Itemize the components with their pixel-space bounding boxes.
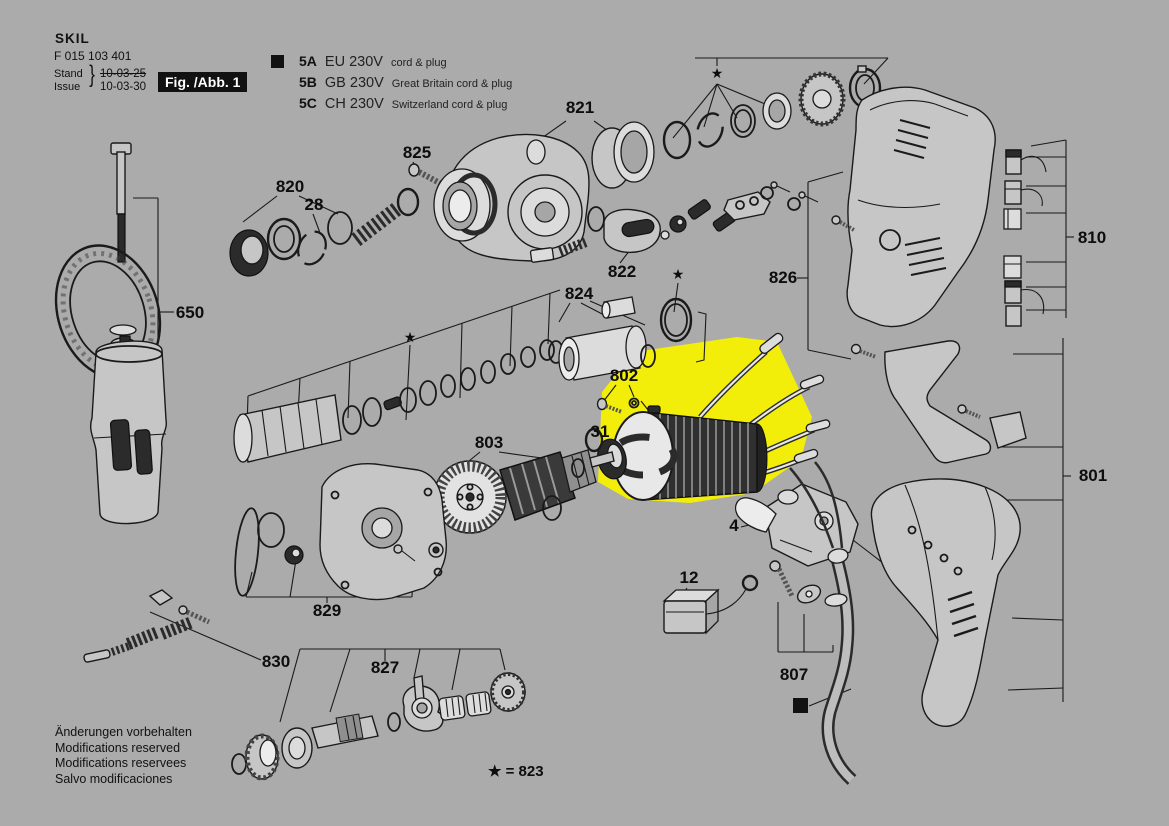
legend-desc: cord & plug — [390, 57, 447, 69]
stand-label: Stand — [54, 68, 83, 80]
top-ring-column-group — [662, 65, 882, 233]
part-label-830: 830 — [262, 652, 290, 671]
gear-housing-group — [433, 121, 655, 263]
part-label-801: 801 — [1079, 466, 1107, 485]
part-label-825: 825 — [403, 143, 431, 162]
legend-marker-square — [271, 55, 284, 68]
part-label-810: 810 — [1078, 228, 1106, 247]
legend-code: 5B — [299, 74, 317, 90]
part-label-826: 826 — [769, 268, 797, 287]
part-label-12: 12 — [680, 568, 699, 587]
footer-line: Modifications reserved — [55, 740, 181, 755]
carbon-brush-group — [1003, 149, 1047, 327]
handle-housing-group — [870, 478, 1021, 727]
document-part-number: F 015 103 401 — [54, 49, 132, 63]
legend-code: 5A — [299, 53, 317, 69]
part-label-802: 802 — [610, 366, 638, 385]
star-symbol-top: ★ — [711, 66, 724, 82]
stator-group — [596, 332, 831, 501]
piston-group — [548, 296, 693, 381]
mode-knob-group — [603, 208, 670, 254]
motor-housing-group — [831, 86, 1027, 464]
issue-date: 10-03-30 — [100, 81, 147, 93]
star-symbol-mid: ★ — [404, 330, 417, 346]
part-label-803: 803 — [475, 433, 503, 452]
legend-item-5b: 5B GB 230V Great Britain cord & plug — [299, 74, 512, 91]
part-label-822: 822 — [608, 262, 636, 281]
cord-group — [769, 461, 857, 785]
legend-voltage: GB 230V — [324, 75, 384, 91]
legend-desc: Switzerland cord & plug — [391, 99, 508, 111]
legend-voltage: CH 230V — [324, 96, 384, 112]
part-label-650: 650 — [176, 303, 204, 322]
part-label-824: 824 — [565, 284, 594, 303]
star-symbol-824: ★ — [672, 267, 685, 283]
footer-line: Modifications reservees — [55, 756, 187, 770]
part-label-827: 827 — [371, 658, 399, 677]
intermediate-cover-group — [234, 463, 447, 601]
figure-label-box: Fig. /Abb. 1 — [158, 72, 248, 92]
legend-voltage: EU 230V — [324, 54, 383, 70]
legend-item-5c: 5C CH 230V Switzerland cord & plug — [299, 95, 507, 112]
legend-desc: Great Britain cord & plug — [391, 78, 513, 90]
part-label-4: 4 — [729, 516, 739, 535]
part-label-820: 820 — [276, 177, 304, 196]
star-note: ★ = 823 — [488, 763, 544, 780]
suppressor-group — [662, 574, 759, 635]
part-label-829: 829 — [313, 601, 341, 620]
legend-item-5a: 5A EU 230V cord & plug — [299, 53, 447, 70]
chuck-parts-group — [229, 163, 451, 277]
cord-marker-square — [793, 698, 808, 713]
clutch-gear-row-group — [231, 672, 526, 781]
part-label-28: 28 — [305, 195, 324, 214]
part-labels: 821 825 820 28 650 822 824 826 810 802 3… — [176, 66, 1107, 780]
legend-code: 5C — [299, 95, 317, 111]
part-label-807: 807 — [780, 665, 808, 684]
aux-handle-group — [54, 142, 168, 525]
brand-logo: SKIL — [55, 31, 90, 46]
footer-notices: Änderungen vorbehalten Modifications res… — [55, 725, 192, 787]
footer-line: Salvo modificaciones — [55, 771, 173, 786]
issue-label: Issue — [54, 81, 81, 93]
armature-group — [423, 427, 615, 534]
hammer-shaft-row-group — [233, 339, 555, 463]
brace-glyph: } — [89, 61, 95, 88]
part-label-31: 31 — [591, 422, 610, 441]
part-label-821: 821 — [566, 98, 594, 117]
footer-line: Änderungen vorbehalten — [55, 725, 192, 739]
small-parts-830-group — [83, 589, 211, 663]
stand-date: 10-03-25 — [100, 68, 147, 80]
